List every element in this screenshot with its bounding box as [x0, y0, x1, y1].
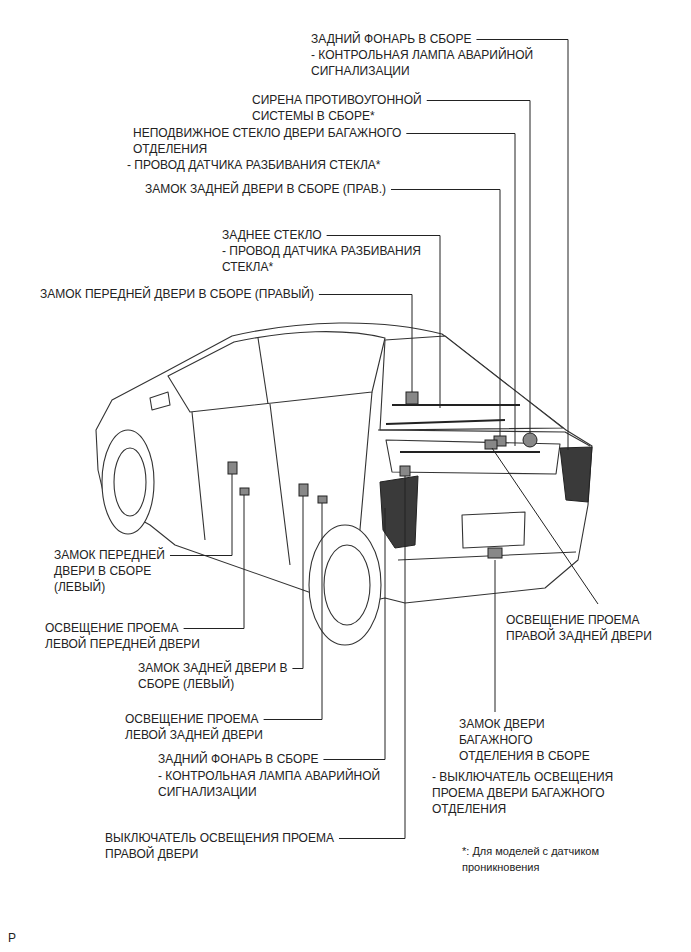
part-label: ВЫКЛЮЧАТЕЛЬ ОСВЕЩЕНИЯ ПРОЕМА ПРАВОЙ ДВЕР… — [105, 830, 365, 862]
part-label: - КОНТРОЛЬНАЯ ЛАМПА АВАРИЙНОЙ СИГНАЛИЗАЦ… — [311, 47, 551, 79]
rear-glass — [380, 336, 563, 430]
leader-line — [492, 448, 598, 604]
leader-line — [292, 496, 303, 669]
leader-line — [323, 508, 385, 760]
leader-line — [319, 295, 412, 393]
footnote: *: Для моделей с датчиком проникновения — [462, 843, 637, 875]
mirror — [150, 392, 170, 410]
part-label: ОСВЕЩЕНИЕ ПРОЕМА ПРАВОЙ ЗАДНЕЙ ДВЕРИ — [506, 612, 656, 644]
front-wheel — [102, 430, 154, 534]
part-label: ЗАДНЕЕ СТЕКЛО — [222, 227, 322, 243]
door-lock-rear-left — [299, 484, 308, 496]
part-label: ЗАМОК ПЕРЕДНЕЙ ДВЕРИ В СБОРЕ (ЛЕВЫЙ) — [54, 547, 204, 595]
leader-line — [391, 190, 500, 437]
leader-line — [170, 474, 232, 556]
leader-line — [495, 560, 496, 712]
side-windows — [168, 332, 385, 412]
part-label: НЕПОДВИЖНОЕ СТЕКЛО ДВЕРИ БАГАЖНОГО ОТДЕЛ… — [133, 125, 433, 157]
license-plate — [462, 512, 525, 548]
leader-line — [327, 236, 440, 409]
part-label: ОСВЕЩЕНИЕ ПРОЕМА ЛЕВОЙ ЗАДНЕЙ ДВЕРИ — [125, 711, 295, 743]
door-lock-front-right — [406, 392, 418, 404]
door-switch-right — [400, 466, 410, 476]
front-rim — [114, 448, 146, 516]
part-label: ЗАМОК ПЕРЕДНЕЙ ДВЕРИ В СБОРЕ (ПРАВЫЙ) — [40, 286, 314, 302]
tail-lamp-left — [380, 476, 418, 548]
leader-line — [264, 503, 322, 720]
leader-line — [406, 134, 515, 447]
courtesy-light-front-left — [240, 488, 249, 495]
part-label: СИРЕНА ПРОТИВОУГОННОЙ СИСТЕМЫ В СБОРЕ* — [252, 92, 452, 124]
rear-wheel — [309, 525, 381, 645]
part-label: - КОНТРОЛЬНАЯ ЛАМПА АВАРИЙНОЙ СИГНАЛИЗАЦ… — [158, 768, 396, 800]
leader-line — [339, 476, 405, 839]
siren — [523, 433, 537, 447]
back-door-lock — [488, 548, 502, 558]
courtesy-light-rear-left — [318, 496, 327, 503]
tail-lamp-right — [560, 447, 592, 502]
bumper-line — [398, 552, 576, 560]
figure-code: P — [8, 930, 16, 946]
courtesy-light-rear-right — [485, 440, 497, 449]
part-label: ЗАДНИЙ ФОНАРЬ В СБОРЕ — [158, 751, 318, 767]
part-label: ЗАМОК ДВЕРИ БАГАЖНОГО ОТДЕЛЕНИЯ В СБОРЕ — [459, 716, 609, 764]
leader-line — [476, 40, 568, 451]
leader-line — [184, 495, 244, 629]
part-label: ОСВЕЩЕНИЕ ПРОЕМА ЛЕВОЙ ПЕРЕДНЕЙ ДВЕРИ — [45, 620, 205, 652]
part-label: - ПРОВОД ДАТЧИКА РАЗБИВАНИЯ СТЕКЛА* — [222, 243, 422, 275]
part-label: - ПРОВОД ДАТЧИКА РАЗБИВАНИЯ СТЕКЛА* — [127, 157, 381, 173]
glass-break-wire — [386, 405, 540, 452]
b-pillar — [258, 338, 268, 404]
part-label: ЗАМОК ЗАДНЕЙ ДВЕРИ В СБОРЕ (ЛЕВЫЙ) — [138, 660, 310, 692]
door-lock-front-left — [228, 462, 237, 474]
rear-rim — [324, 545, 370, 625]
part-label: ЗАДНИЙ ФОНАРЬ В СБОРЕ — [311, 31, 471, 47]
part-label: - ВЫКЛЮЧАТЕЛЬ ОСВЕЩЕНИЯ ПРОЕМА ДВЕРИ БАГ… — [432, 769, 642, 817]
part-label: ЗАМОК ЗАДНЕЙ ДВЕРИ В СБОРЕ (ПРАВ.) — [145, 181, 386, 197]
